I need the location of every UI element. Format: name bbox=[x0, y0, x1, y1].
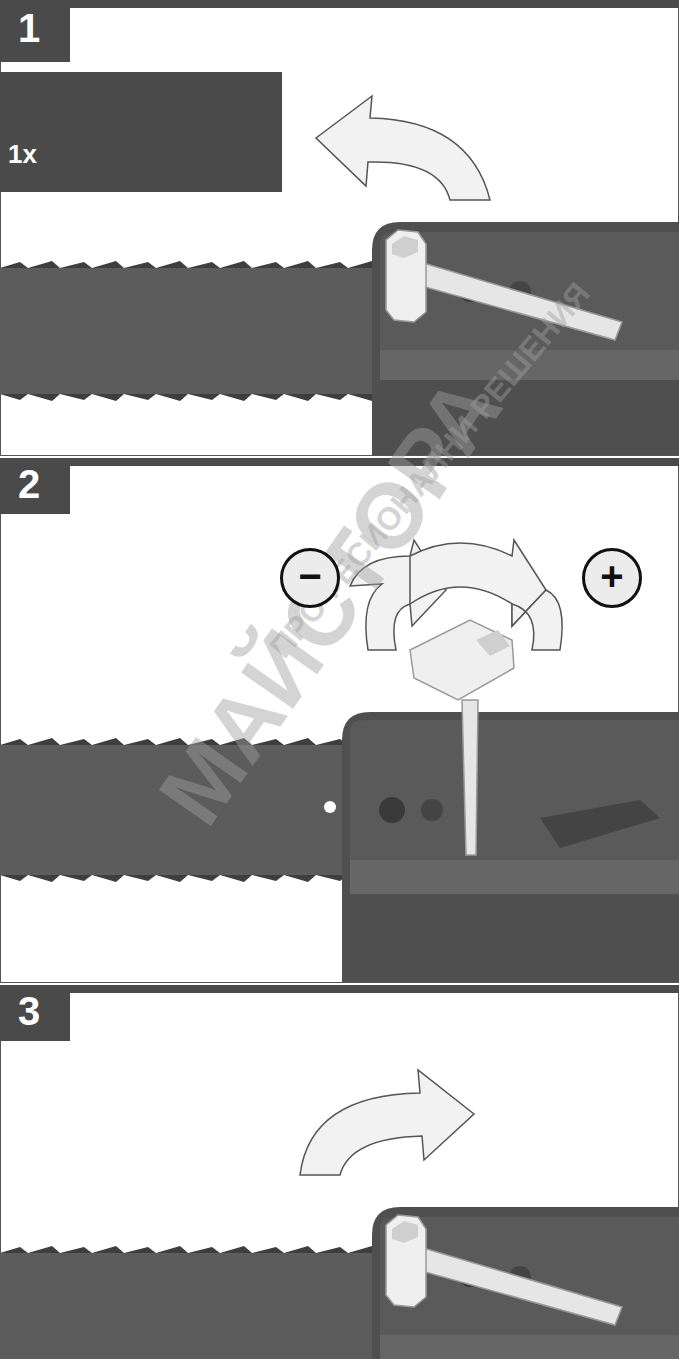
step-number: 3 bbox=[18, 989, 40, 1033]
step-number: 1 bbox=[18, 6, 40, 50]
step-number: 2 bbox=[18, 462, 40, 506]
minus-circle: − bbox=[280, 548, 340, 608]
plus-circle: + bbox=[582, 548, 642, 608]
sign-symbol: + bbox=[600, 554, 623, 598]
step-number-badge: 1 bbox=[0, 0, 70, 62]
instruction-icon-panel: 1x bbox=[0, 72, 282, 192]
sign-symbol: − bbox=[298, 554, 321, 598]
step-number-badge: 3 bbox=[0, 985, 70, 1041]
repeat-count: 1x bbox=[8, 140, 37, 169]
step-number-badge: 2 bbox=[0, 458, 70, 514]
